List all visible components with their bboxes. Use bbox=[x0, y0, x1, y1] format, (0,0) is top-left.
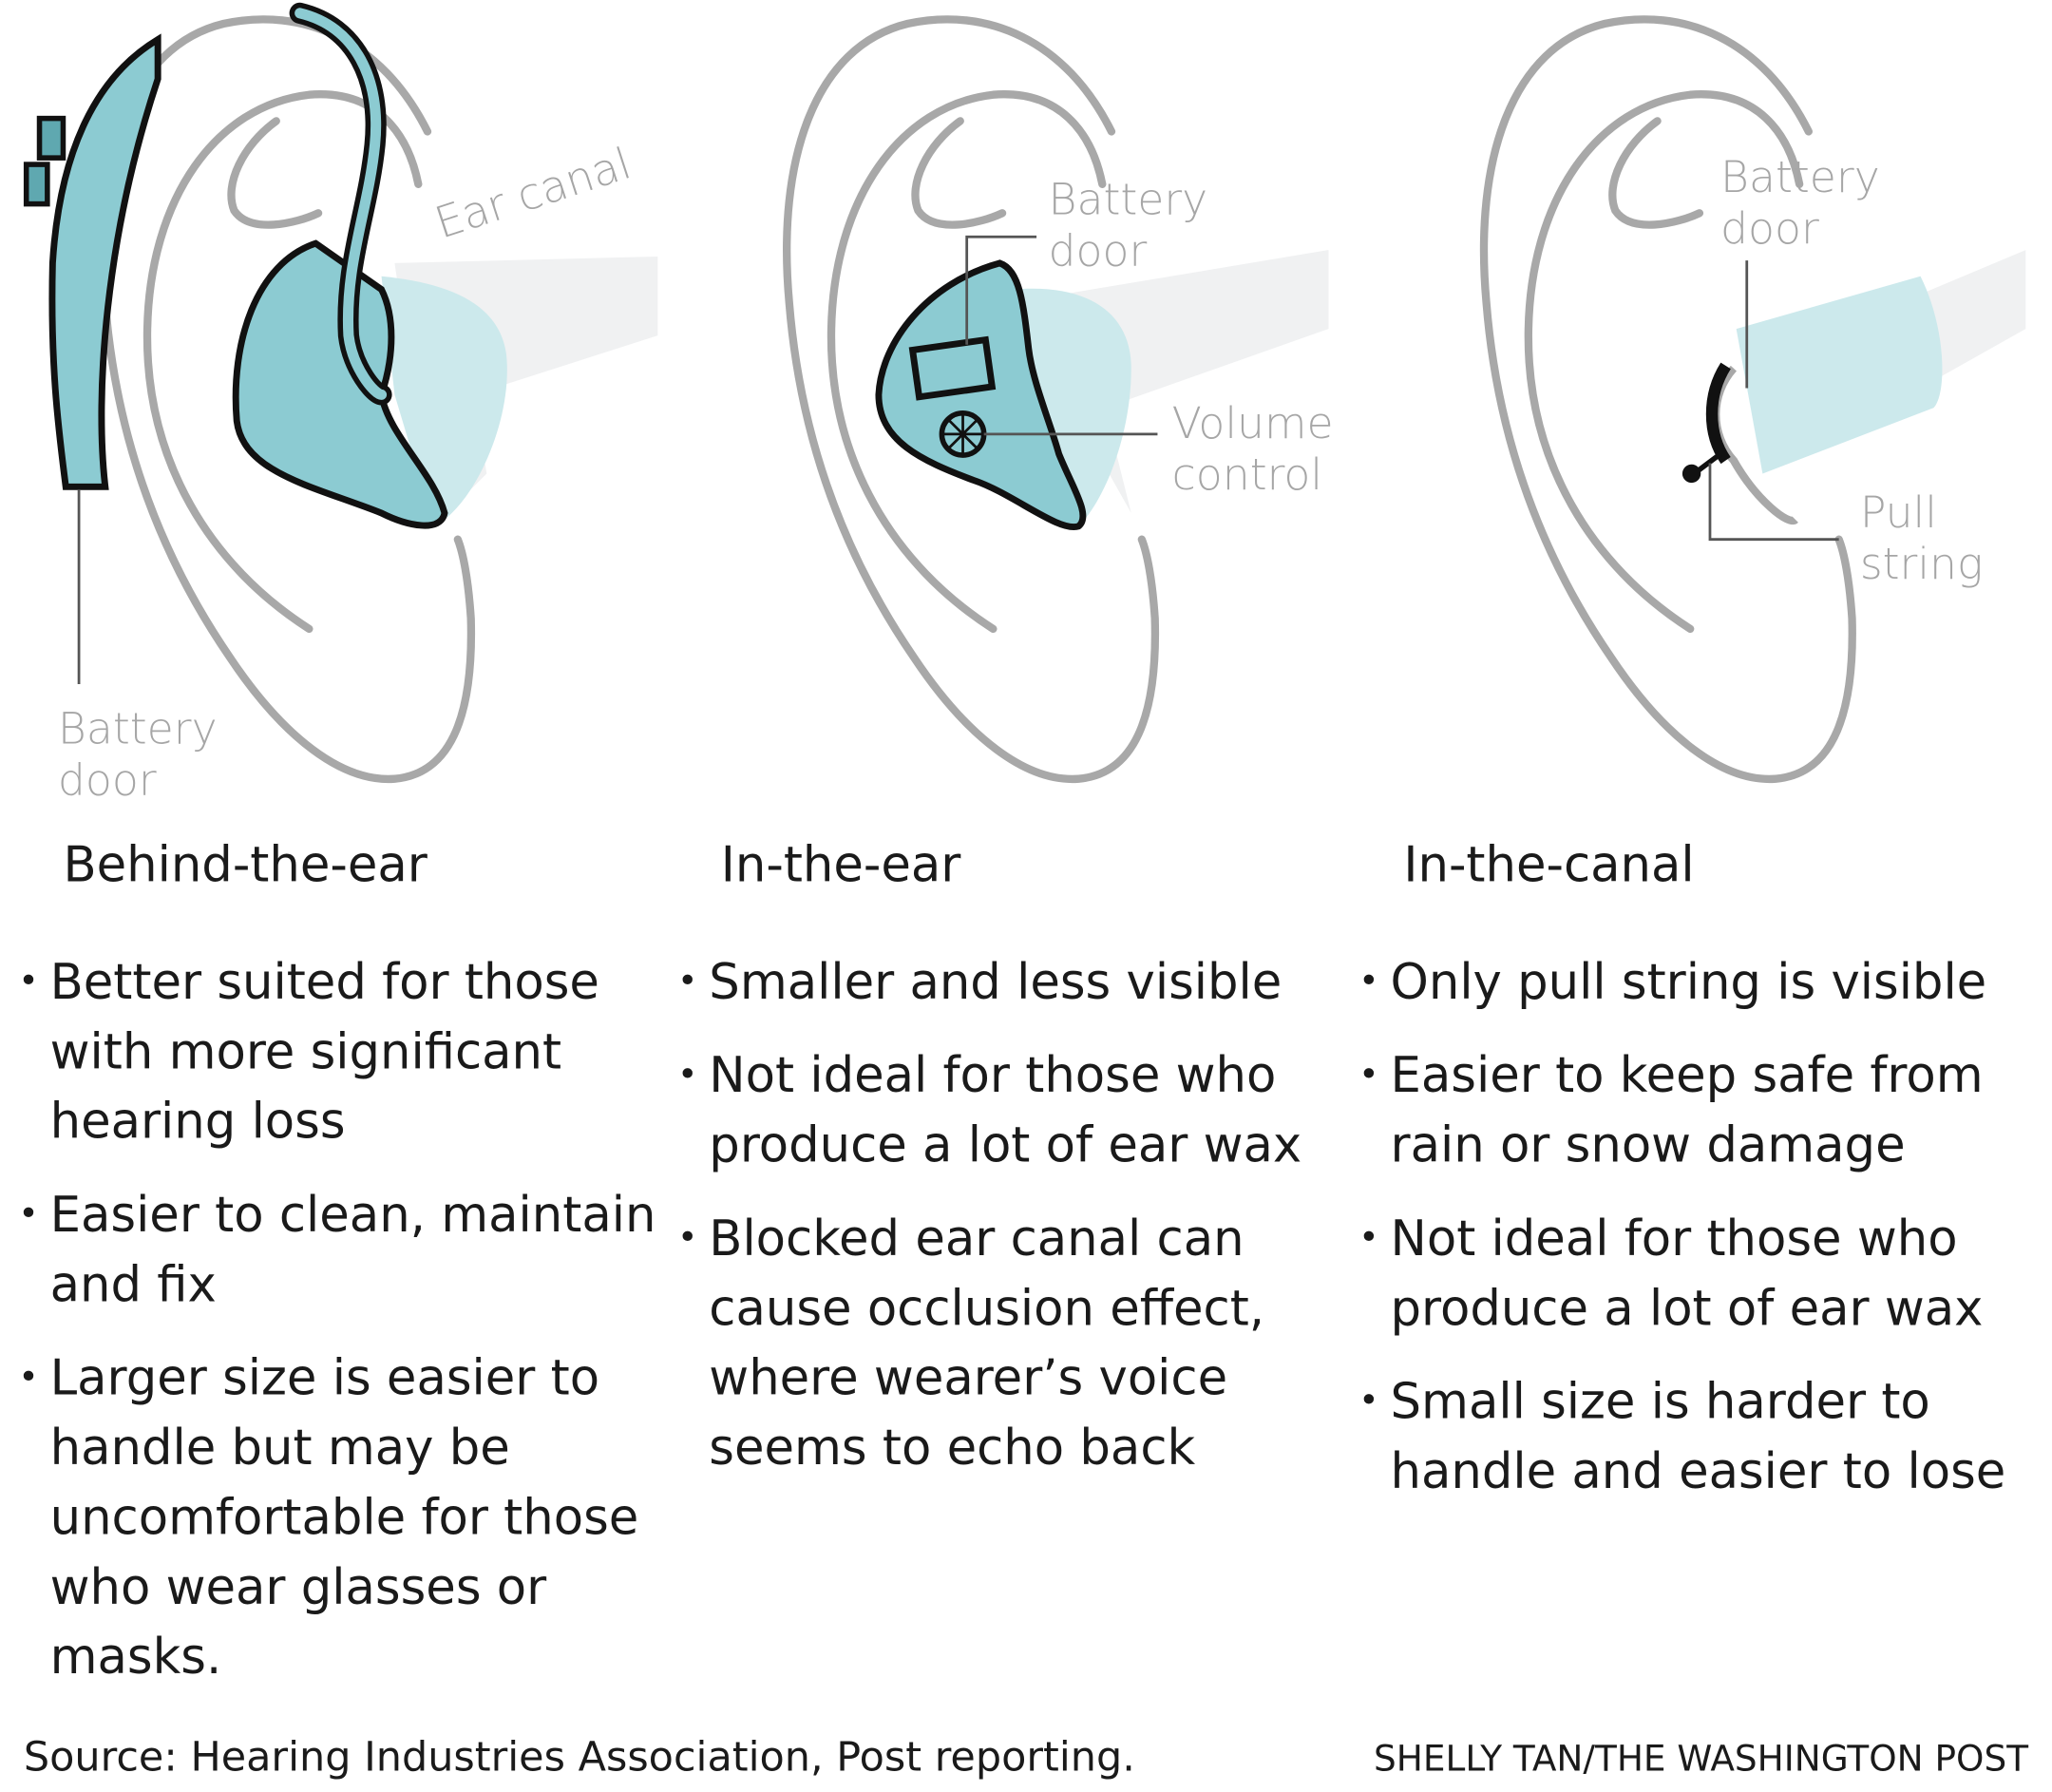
title-in-the-canal: In-the-canal bbox=[1403, 836, 1695, 894]
title-in-the-ear: In-the-ear bbox=[720, 836, 961, 894]
label-battery-door-itc: Battery door bbox=[1720, 151, 1880, 255]
bullet: Not ideal for those who produce a lot of… bbox=[1358, 1204, 2016, 1344]
credit: SHELLY TAN/THE WASHINGTON POST bbox=[1374, 1739, 2029, 1781]
bullet: Larger size is easier to handle but may … bbox=[18, 1344, 662, 1692]
bullet: Easier to clean, maintain and fix bbox=[18, 1180, 662, 1320]
label-volume-control: Volume control bbox=[1171, 397, 1334, 501]
bullets-behind-the-ear: Better suited for those with more signif… bbox=[18, 947, 662, 1716]
source-note: Source: Hearing Industries Association, … bbox=[23, 1733, 1135, 1782]
bullets-in-the-canal: Only pull string is visible Easier to ke… bbox=[1358, 947, 2016, 1530]
label-battery-door-bte: Battery door bbox=[57, 702, 218, 806]
bullet: Blocked ear canal can cause occlusion ef… bbox=[677, 1204, 1321, 1483]
bullet: Better suited for those with more signif… bbox=[18, 947, 662, 1156]
bullets-in-the-ear: Smaller and less visible Not ideal for t… bbox=[677, 947, 1321, 1506]
bullet: Smaller and less visible bbox=[677, 947, 1321, 1017]
title-behind-the-ear: Behind-the-ear bbox=[63, 836, 428, 894]
bullet: Small size is harder to handle and easie… bbox=[1358, 1367, 2016, 1507]
bullet: Only pull string is visible bbox=[1358, 947, 2016, 1017]
label-battery-door-ite: Battery door bbox=[1048, 173, 1208, 276]
bullet: Easier to keep safe from rain or snow da… bbox=[1358, 1040, 2016, 1180]
ear-illustrations bbox=[23, 2, 2026, 842]
ear-behind-the-ear bbox=[23, 2, 658, 779]
label-pull-string: Pull string bbox=[1859, 486, 1984, 590]
bullet: Not ideal for those who produce a lot of… bbox=[677, 1040, 1321, 1180]
ear-in-the-canal bbox=[1484, 19, 2026, 779]
ear-in-the-ear bbox=[787, 19, 1329, 779]
